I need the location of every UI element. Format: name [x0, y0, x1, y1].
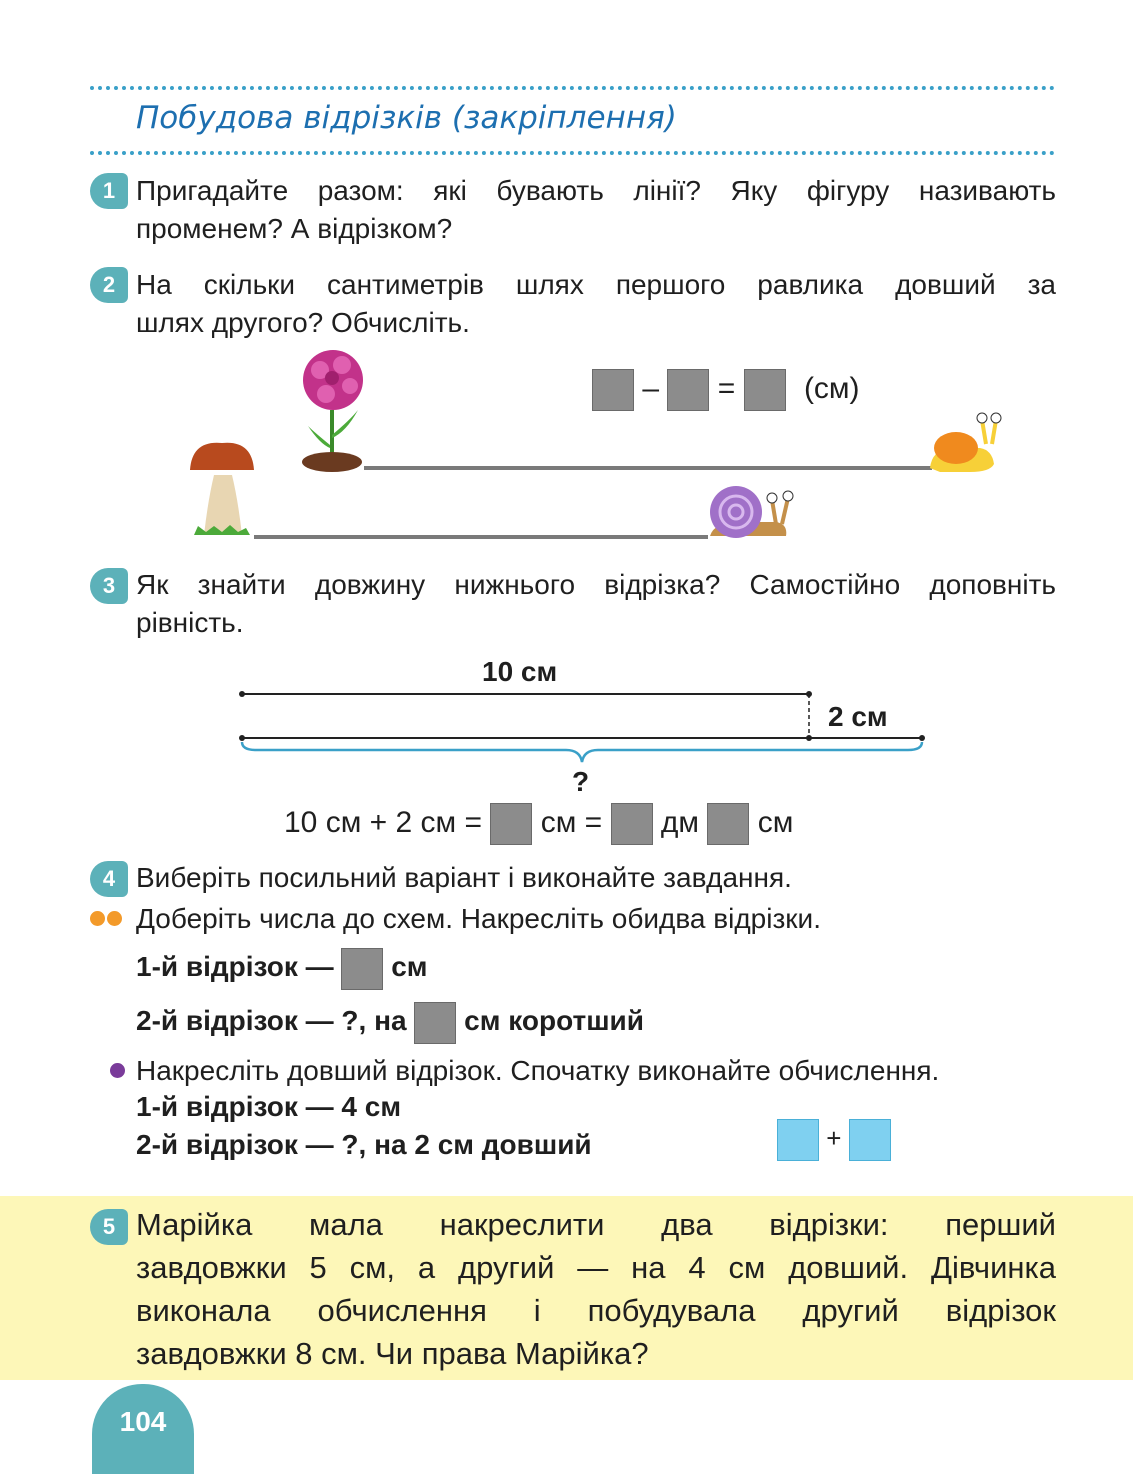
- orange-dots-icon: [90, 911, 124, 931]
- page-number: 104: [92, 1384, 194, 1474]
- unknown-length-label: ?: [572, 766, 590, 797]
- equation-part: 10 см + 2 см =: [284, 806, 483, 839]
- answer-box[interactable]: [707, 803, 750, 846]
- task-3-text: Як знайти довжину нижнього відрізка? Сам…: [136, 566, 1056, 642]
- variant-b-row-2: 2-й відрізок — ?, на 2 см довший: [136, 1129, 592, 1160]
- task-number-3: 3: [90, 568, 128, 604]
- page-title: Побудова відрізків (закріплення): [136, 100, 677, 136]
- task-3-equation: 10 см + 2 см = см = дм см: [284, 802, 794, 846]
- answer-box[interactable]: [667, 369, 710, 412]
- equation-part: дм: [660, 806, 700, 839]
- task-number-5: 5: [90, 1209, 128, 1245]
- task-2-equation: – = (см): [592, 368, 860, 412]
- minus-sign: –: [642, 372, 660, 405]
- top-segment-label: 10 см: [482, 656, 558, 687]
- task-2-line-1: На скільки сантиметрів шлях першого равл…: [136, 269, 1056, 300]
- answer-box[interactable]: [743, 369, 786, 412]
- task-4-intro: Виберіть посильний варіант і виконайте з…: [136, 862, 792, 893]
- task-5-highlight: [0, 1196, 1133, 1380]
- row-suffix: см коротший: [464, 1005, 644, 1036]
- task-number-1: 1: [90, 173, 128, 209]
- answer-box[interactable]: [610, 803, 653, 846]
- equation-part: см: [757, 806, 794, 839]
- segment-diagram: [239, 691, 925, 763]
- variant-a-row-2: 2-й відрізок — ?, на см коротший: [136, 1000, 644, 1044]
- task-3-line-1: Як знайти довжину нижнього відрізка? Сам…: [136, 569, 1056, 600]
- snail-icon: [710, 486, 794, 538]
- task-5-line-3: виконала обчислення і побудувала другий …: [136, 1293, 1056, 1328]
- unit-label: (см): [803, 372, 860, 405]
- bottom-dotted-rule: [90, 151, 1055, 155]
- task-number-4: 4: [90, 861, 128, 897]
- blue-answer-box[interactable]: [848, 1119, 891, 1162]
- equals-sign: =: [717, 372, 736, 405]
- plus-sign: +: [826, 1123, 842, 1153]
- answer-box[interactable]: [414, 1001, 457, 1044]
- variant-b-text: Накресліть довший відрізок. Спочатку вик…: [136, 1055, 940, 1086]
- answer-box[interactable]: [592, 369, 634, 412]
- task-1-line: Пригадайте разом: які бувають лінії? Яку…: [136, 175, 1056, 206]
- top-dotted-rule: [90, 86, 1055, 90]
- blue-answer-box[interactable]: [777, 1119, 819, 1162]
- row-prefix: 1-й відрізок —: [136, 951, 334, 982]
- task-3-line-2: рівність.: [136, 607, 244, 638]
- purple-dot-icon: [110, 1063, 125, 1083]
- extra-segment-label: 2 см: [828, 701, 888, 732]
- blue-boxes-sum: +: [777, 1117, 891, 1162]
- equation-part: см =: [540, 806, 603, 839]
- row-prefix: 2-й відрізок — ?, на: [136, 1005, 407, 1036]
- task-5-line-4: завдовжки 8 см. Чи права Марійка?: [136, 1336, 649, 1371]
- task-2-line-2: шлях другого? Обчисліть.: [136, 307, 470, 338]
- mushroom-icon: [190, 442, 254, 535]
- task-1-line: променем? А відрізком?: [136, 213, 453, 244]
- task-2-text: На скільки сантиметрів шлях першого равл…: [136, 266, 1056, 342]
- snail-icon: [930, 412, 1002, 472]
- task-5-text: Марійка мала накреслити два відрізки: пе…: [136, 1203, 1056, 1375]
- task-1-text: Пригадайте разом: які бувають лінії? Яку…: [136, 172, 1056, 248]
- snails-illustration: [190, 350, 1002, 539]
- task-number-2: 2: [90, 267, 128, 303]
- variant-a-row-1: 1-й відрізок — см: [136, 946, 428, 990]
- flower-icon: [302, 350, 363, 472]
- answer-box[interactable]: [490, 803, 533, 846]
- variant-a-text: Доберіть числа до схем. Накресліть обидв…: [136, 903, 821, 934]
- task-5-line-1: Марійка мала накреслити два відрізки: пе…: [136, 1207, 1056, 1242]
- row-suffix: см: [391, 951, 428, 982]
- variant-b-row-1: 1-й відрізок — 4 см: [136, 1091, 402, 1122]
- task-5-line-2: завдовжки 5 см, а другий — на 4 см довши…: [136, 1250, 1056, 1285]
- answer-box[interactable]: [341, 947, 384, 990]
